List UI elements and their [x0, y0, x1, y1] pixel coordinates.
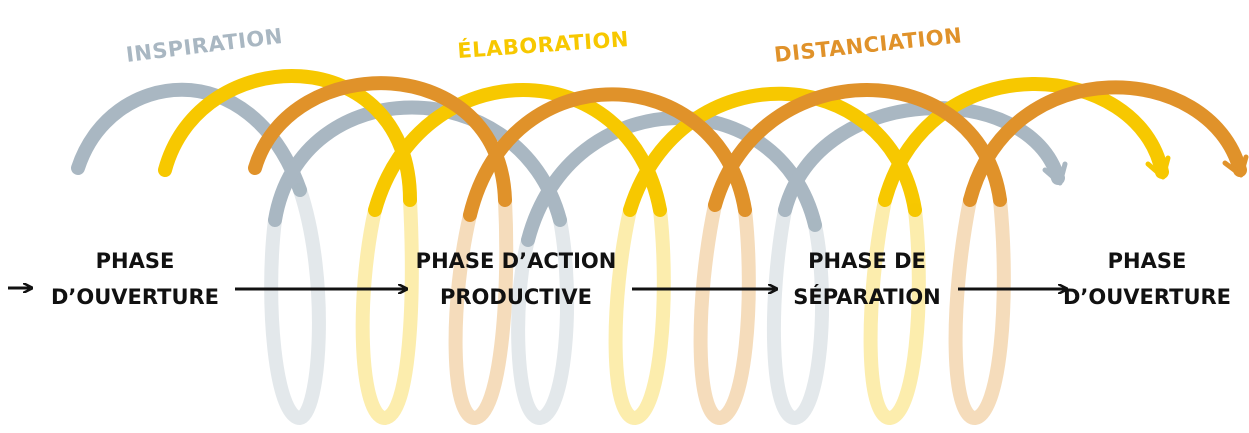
distanciation-spiral [248, 76, 1249, 425]
label-elaboration: ÉLABORATION [457, 26, 630, 63]
phase-3-line1: PHASE DE [808, 249, 926, 273]
phase-2-line1: PHASE D’ACTION [416, 249, 617, 273]
phase-4-line1: PHASE [1108, 249, 1187, 273]
flow-arrows [8, 288, 1065, 289]
phase-3-line2: SÉPARATION [793, 284, 941, 309]
label-distanciation: DISTANCIATION [773, 23, 963, 67]
phase-1-line2: D’OUVERTURE [51, 285, 219, 309]
phase-4-line2: D’OUVERTURE [1063, 285, 1231, 309]
elaboration-spiral [158, 68, 1171, 425]
inspiration-spiral [71, 82, 1068, 425]
label-inspiration: INSPIRATION [125, 24, 284, 67]
phase-1: PHASE D’OUVERTURE [51, 249, 219, 309]
phase-1-line1: PHASE [96, 249, 175, 273]
phase-3: PHASE DE SÉPARATION [793, 249, 941, 309]
phase-2: PHASE D’ACTION PRODUCTIVE [416, 249, 617, 309]
phase-4: PHASE D’OUVERTURE [1063, 249, 1231, 309]
phase-2-line2: PRODUCTIVE [440, 285, 592, 309]
